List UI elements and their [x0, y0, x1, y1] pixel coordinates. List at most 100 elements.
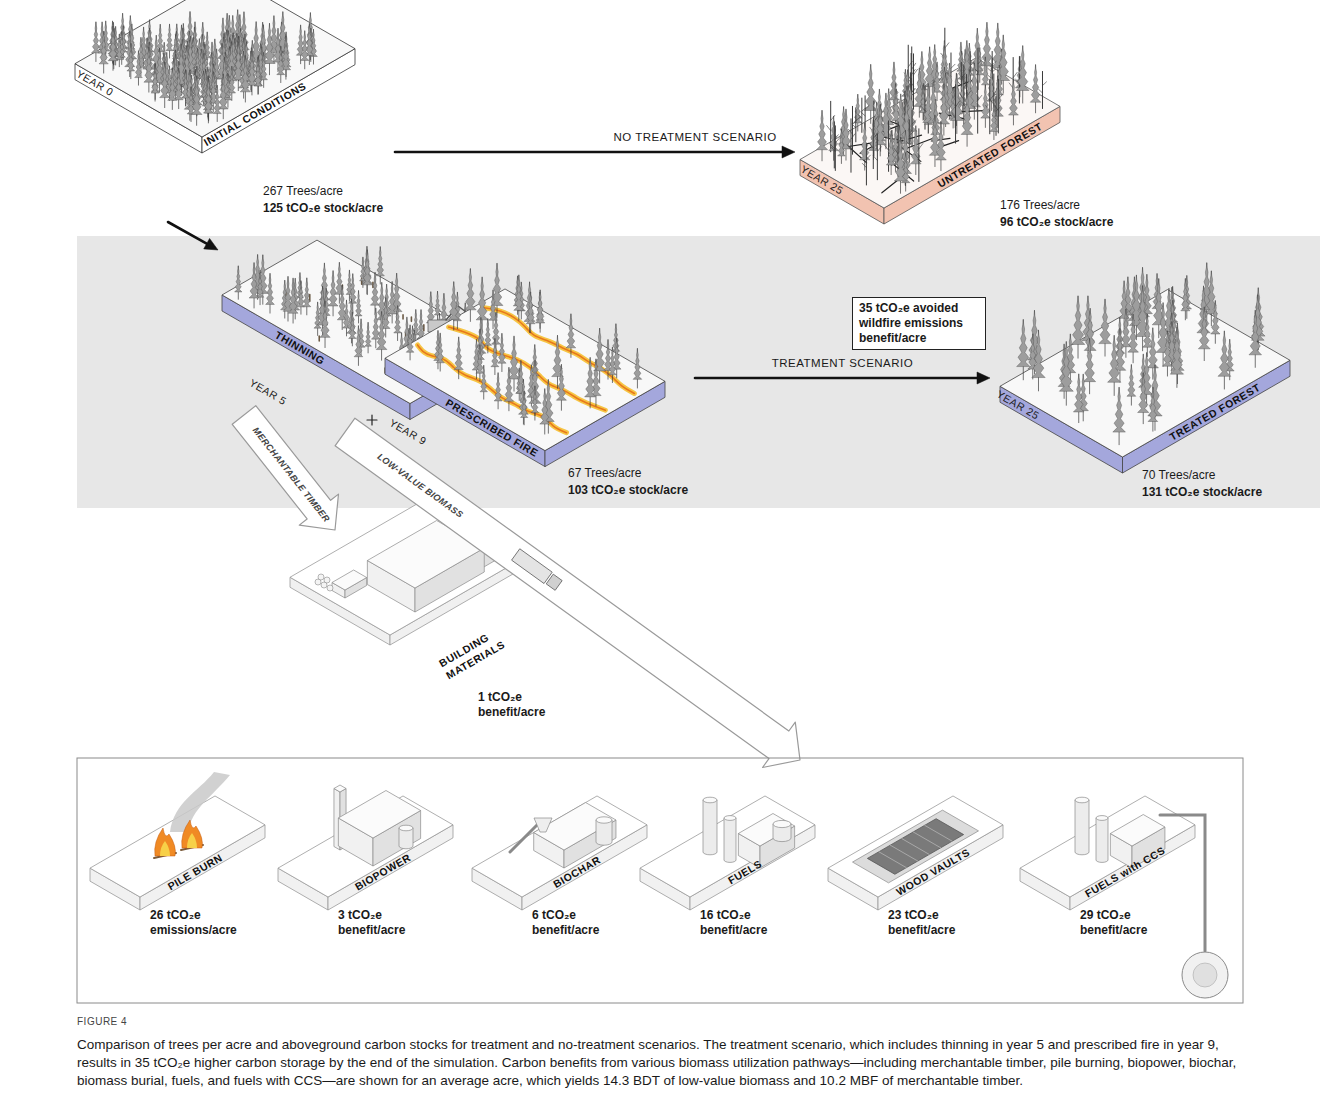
- stored-wood: [925, 825, 953, 841]
- tree-crown: [900, 100, 912, 144]
- pathway-name: BIOPOWER: [353, 851, 413, 893]
- tree-crown: [476, 345, 484, 373]
- tree-crown: [961, 92, 973, 134]
- tree-crown: [156, 24, 164, 51]
- dead-branch: [952, 113, 956, 119]
- tank-top: [773, 820, 791, 827]
- tree-crown: [491, 339, 499, 367]
- scenario-arrow: [695, 372, 990, 384]
- dead-branch: [990, 95, 994, 100]
- tree-crown: [1032, 330, 1045, 377]
- tree-crown: [1030, 65, 1041, 102]
- tree-crown: [99, 31, 108, 64]
- tree-crown: [365, 322, 372, 346]
- connector-line: [395, 151, 782, 154]
- tree-crown: [585, 358, 596, 397]
- tree-crown: [938, 84, 949, 124]
- dead-branch: [911, 70, 915, 76]
- tree-crown: [349, 274, 357, 303]
- dead-branch: [996, 107, 1000, 111]
- tree-crown: [1251, 295, 1264, 340]
- dead-branch: [862, 163, 866, 167]
- carbon-value: 29 tCO₂e benefit/acre: [1080, 908, 1175, 938]
- trees-per-acre: 176 Trees/acre: [1000, 198, 1080, 212]
- tile-top-face: [75, 0, 355, 137]
- stored-wood: [879, 852, 907, 868]
- tree-crown: [886, 131, 896, 165]
- edge-label: NO TREATMENT SCENARIO: [613, 131, 776, 145]
- tank-top: [724, 816, 736, 821]
- tree-crown: [508, 336, 520, 379]
- dead-branch: [921, 106, 925, 110]
- tile-name: INITIAL CONDITIONS: [202, 80, 309, 149]
- scenario-arrow: [395, 146, 795, 158]
- trees-per-acre: 267 Trees/acre: [263, 184, 343, 198]
- tree-crown: [256, 271, 264, 298]
- dead-branch: [894, 148, 898, 153]
- plate-5: [1020, 796, 1195, 910]
- tree-crown: [370, 272, 379, 305]
- tree-crown: [894, 137, 906, 181]
- tree-crown: [1108, 335, 1121, 382]
- tree-trunk: [835, 126, 836, 171]
- dead-branch: [961, 73, 965, 77]
- tree-crown: [1121, 309, 1132, 347]
- dead-branch: [869, 143, 873, 148]
- flame-core: [187, 833, 197, 848]
- tree-stump: [411, 317, 413, 321]
- dead-branch: [873, 156, 877, 161]
- dead-branch: [978, 60, 982, 64]
- dead-branch: [852, 120, 856, 125]
- tree-crown: [264, 23, 275, 63]
- biomass-flow-arrow: [335, 418, 800, 767]
- tree-trunk: [912, 110, 913, 147]
- tree-crown: [1017, 320, 1030, 367]
- tile-name: PRESCRIBED FIRE: [444, 396, 541, 459]
- dead-branch: [913, 69, 917, 75]
- dead-branch: [873, 133, 877, 138]
- carbon-stock: 96 tCO₂e stock/acre: [1000, 215, 1113, 229]
- tree-crown: [484, 319, 492, 346]
- tree-crown: [454, 337, 463, 369]
- carbon-value: 26 tCO₂e emissions/acre: [150, 908, 245, 938]
- stored-wood: [902, 839, 930, 855]
- plate-3: [640, 796, 815, 910]
- flame: [155, 828, 176, 856]
- connector-line: [168, 222, 207, 244]
- connector-line: [695, 377, 977, 380]
- tree-crown: [910, 126, 921, 164]
- tree-crown: [816, 110, 827, 149]
- pathway-name: BIOCHAR: [551, 853, 603, 890]
- stored-wood: [913, 832, 941, 848]
- tree-crown: [376, 312, 387, 350]
- tree-crown: [301, 31, 309, 61]
- tile-top-face: [640, 796, 815, 897]
- tile-top-face: [385, 289, 665, 451]
- pathway-frame: [77, 758, 1243, 1003]
- tree-crown: [1009, 80, 1019, 115]
- building-roof: [338, 791, 420, 839]
- pathway-node: WOOD VAULTS23 tCO₂e benefit/acre: [823, 770, 1013, 945]
- tank-top: [596, 817, 612, 823]
- figure-number: FIGURE 4: [77, 1016, 127, 1028]
- tree-crown: [1113, 387, 1126, 432]
- plate-2: [472, 796, 647, 910]
- log-end: [327, 585, 333, 591]
- tree-crown: [1163, 331, 1173, 366]
- figure-caption: Comparison of trees per acre and abovegr…: [77, 1036, 1247, 1090]
- pathway-plate: [472, 796, 647, 910]
- carbon-stock: 103 tCO₂e stock/acre: [568, 483, 688, 497]
- pathway-node: PILE BURN26 tCO₂e emissions/acre: [85, 770, 275, 945]
- tree-trunk: [877, 134, 878, 180]
- tree-crown: [540, 389, 550, 424]
- year-label: YEAR 9: [387, 416, 429, 447]
- tree-crown: [434, 291, 441, 315]
- year-label: YEAR 25: [994, 387, 1041, 422]
- tile-name: THINNING: [273, 329, 327, 368]
- tree-crown: [1211, 301, 1220, 334]
- tree-crown: [950, 74, 963, 120]
- tree-crown: [249, 263, 259, 298]
- tree-crown: [303, 278, 311, 307]
